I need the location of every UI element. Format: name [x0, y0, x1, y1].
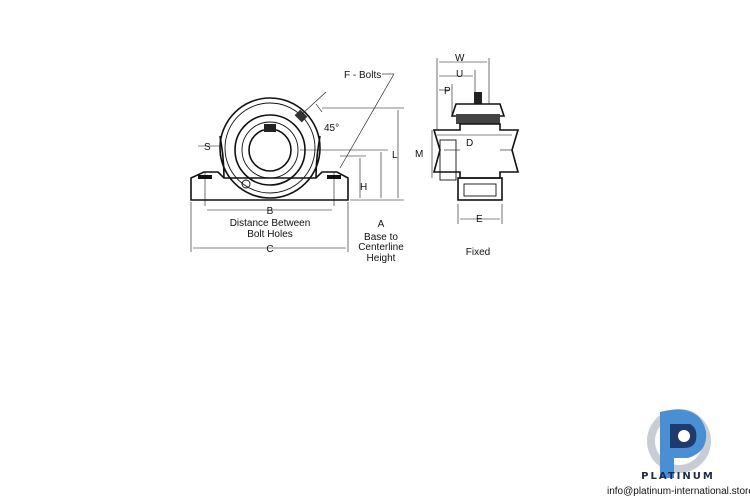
front-dimensions: [190, 73, 404, 252]
l-label: L: [392, 150, 398, 161]
logo-p-counter: [678, 430, 690, 442]
fixed-label: Fixed: [466, 247, 490, 258]
side-grease-fitting: [474, 92, 482, 104]
side-dimensions: [431, 58, 512, 224]
bearing-ring: [241, 121, 299, 179]
b-label: B: [267, 206, 274, 217]
distance-label-1: Distance Between: [230, 218, 311, 229]
base-label-2: Centerline: [358, 242, 404, 253]
brand-name: PLATINUM: [641, 471, 715, 482]
grease-fitting: [294, 109, 308, 123]
set-screw: [264, 124, 276, 132]
front-view: [190, 97, 349, 206]
side-seal-band: [456, 114, 500, 124]
base-block: [190, 171, 349, 201]
angle-label: 45°: [324, 123, 339, 134]
d-label: D: [466, 138, 473, 149]
angle-leader: [301, 91, 327, 115]
c-label: C: [266, 244, 273, 255]
base-label-3: Height: [367, 253, 396, 264]
angle-arc: [315, 103, 323, 113]
side-cap: [450, 103, 506, 117]
m-label: M: [415, 149, 423, 160]
side-labels: W U P D M E Fixed: [415, 53, 490, 258]
side-view: [432, 92, 520, 201]
front-labels: F - Bolts 45° S L H B Distance Between B…: [204, 70, 404, 264]
e-label: E: [476, 214, 483, 225]
w-label: W: [455, 53, 465, 64]
f-bolts-label: F - Bolts: [344, 70, 381, 81]
s-label: S: [204, 142, 211, 153]
contact-email[interactable]: info@platinum-international.store: [607, 486, 750, 497]
housing-rim: [224, 102, 316, 194]
u-label: U: [456, 69, 463, 80]
distance-label-2: Bolt Holes: [247, 229, 293, 240]
f-bolts-leader: [339, 73, 395, 169]
a-label: A: [378, 219, 385, 230]
platinum-logo: PLATINUM: [641, 409, 715, 482]
side-base-inner: [463, 183, 497, 197]
p-label: P: [444, 86, 451, 97]
h-label: H: [360, 182, 367, 193]
shaft-bore: [248, 128, 292, 172]
side-base: [457, 177, 503, 201]
side-body: [432, 123, 520, 179]
side-collar: [439, 139, 457, 181]
base-label-1: Base to: [364, 232, 398, 243]
locking-pin: [241, 179, 251, 189]
